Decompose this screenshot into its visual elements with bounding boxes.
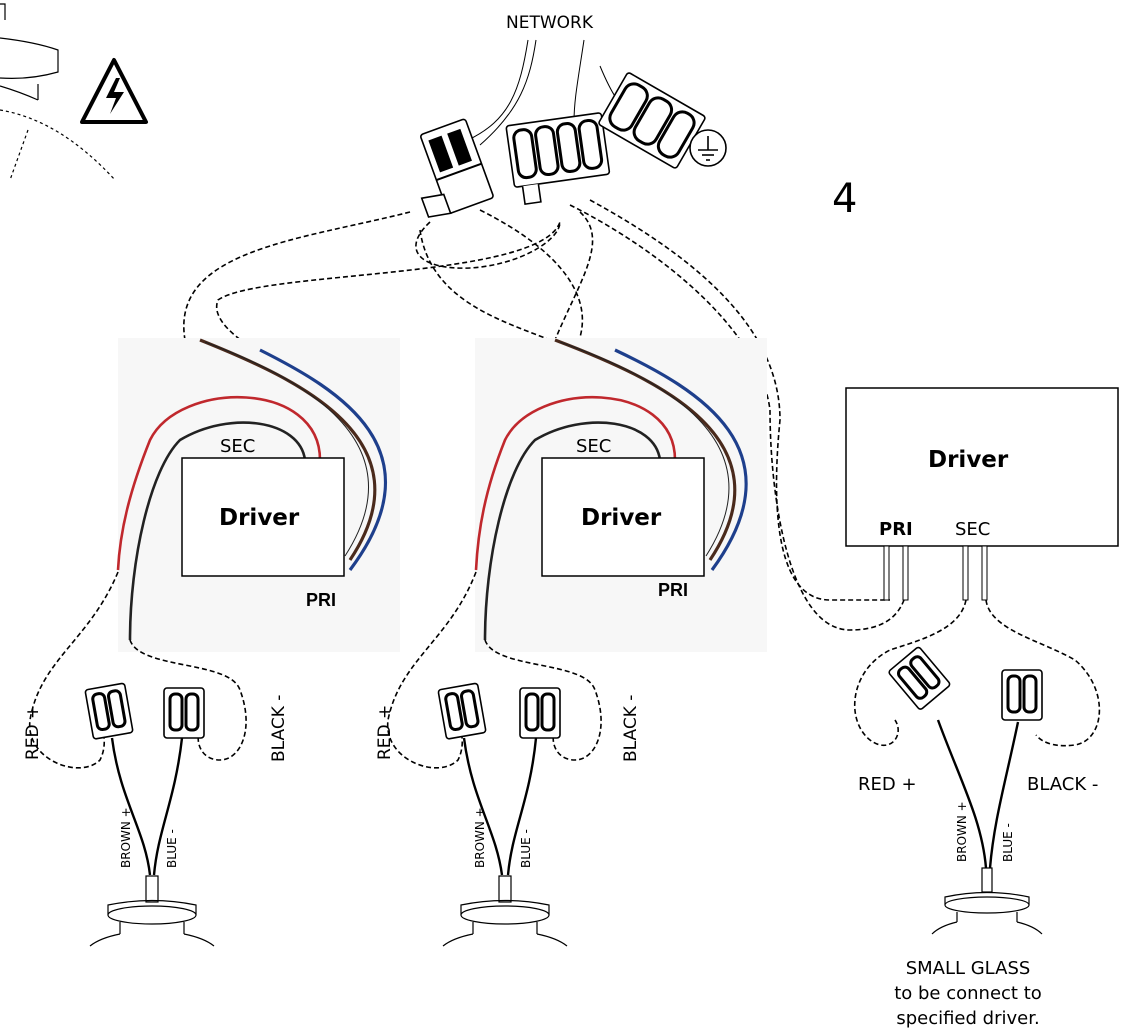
brown-label-3: BROWN + [955,801,969,862]
red-label-1: RED + [23,705,43,760]
ground-symbol-icon [689,129,727,167]
driver-3-box [845,387,1119,547]
driver-1-pri-label: PRI [306,590,336,610]
lamp-connection-3: RED + BLACK - BROWN + BLUE - SMALL GLASS… [853,599,1101,1029]
lamp-connection-2: RED + BLACK - BROWN + BLUE - [375,571,641,947]
connector-black-1 [163,687,205,739]
small-glass-note: SMALL GLASS to be connect to specified d… [894,958,1042,1029]
blue-label-2: BLUE - [519,829,533,868]
note-line-1: SMALL GLASS [906,958,1031,979]
high-voltage-warning-icon [80,58,148,124]
driver-3-terminals [883,545,988,601]
driver-2-box [541,457,705,577]
note-line-3: specified driver. [896,1008,1039,1029]
driver-2-title: Driver [581,505,662,531]
blue-label-3: BLUE - [1001,823,1015,862]
pendant-lamp-1 [89,875,215,947]
pendant-lamp-3 [931,867,1043,935]
black-label-2: BLACK - [621,695,641,762]
driver-3-pri-label: PRI [879,519,913,540]
step-number: 4 [832,176,857,222]
network-label: NETWORK [506,13,594,33]
red-label-3: RED + [858,774,917,795]
driver-3: Driver PRI SEC [845,387,1119,601]
network-routing-lines [183,199,905,631]
ceiling-lamp-fragment [0,3,116,181]
connector-black-3 [1001,669,1043,721]
black-label-3: BLACK - [1027,774,1098,795]
driver-1-box [181,457,345,577]
network-connector-ground [598,72,706,169]
brown-label-2: BROWN + [473,807,487,868]
note-line-2: to be connect to [894,983,1042,1004]
driver-2-pri-label: PRI [658,580,688,600]
driver-1: SEC Driver PRI [116,338,388,641]
connector-red-2 [437,682,487,740]
driver-3-title: Driver [928,447,1009,473]
black-label-1: BLACK - [269,695,289,762]
driver-1-title: Driver [219,505,300,531]
brown-label-1: BROWN + [119,807,133,868]
connector-red-3 [888,646,951,710]
blue-label-1: BLUE - [165,829,179,868]
red-label-2: RED + [375,705,395,760]
driver-1-sec-label: SEC [220,436,255,457]
driver-2: SEC Driver PRI [474,338,748,641]
lamp-connection-1: RED + BLACK - BROWN + BLUE - [23,571,289,947]
driver-3-sec-label: SEC [955,519,990,540]
pendant-lamp-2 [442,875,568,947]
network-connector-center [505,112,611,206]
connector-red-1 [84,682,134,740]
driver-2-sec-label: SEC [576,436,611,457]
network-connector-left [420,118,494,218]
connector-black-2 [519,687,561,739]
